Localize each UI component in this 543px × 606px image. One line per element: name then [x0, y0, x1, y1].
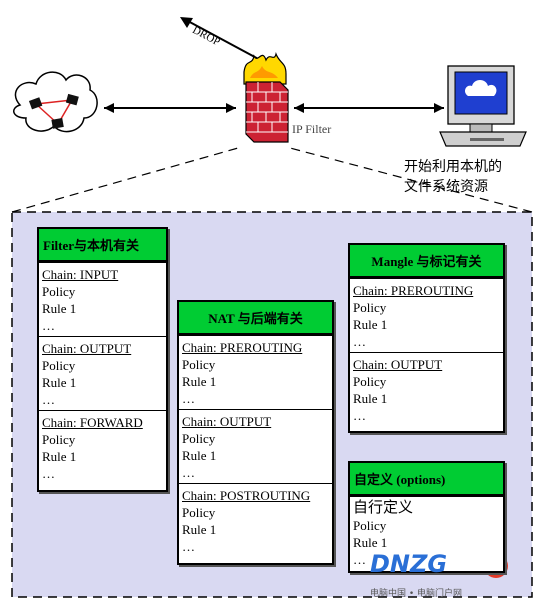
chain-policy: Policy: [353, 374, 387, 389]
filter-table: Filter与本机有关 Chain: INPUT Policy Rule 1 ……: [37, 227, 168, 492]
chain-ellipsis: …: [353, 408, 366, 423]
chain-policy: Policy: [42, 432, 76, 447]
custom-table: 自定义 (options) 自行定义 Policy Rule 1 …: [348, 461, 505, 573]
mangle-table: Mangle 与标记有关 Chain: PREROUTING Policy Ru…: [348, 243, 505, 433]
watermark-tagline: 电脑中国 • 电脑门户网: [370, 589, 463, 599]
chain-rule: Rule 1: [182, 374, 217, 389]
drop-arrow: [180, 17, 265, 63]
chain-policy: Policy: [182, 357, 216, 372]
mangle-table-title: Mangle 与标记有关: [350, 245, 503, 278]
chain-policy: Policy: [42, 358, 76, 373]
chain-rule: Rule 1: [182, 522, 217, 537]
custom-table-title: 自定义 (options): [350, 463, 503, 496]
chain-rule: Rule 1: [353, 391, 388, 406]
chain-name: Chain: OUTPUT: [353, 357, 443, 372]
chain-name: Chain: OUTPUT: [182, 414, 272, 429]
arrow-cloud-firewall: [104, 103, 236, 113]
chain-ellipsis: …: [353, 552, 366, 567]
chain-block: Chain: PREROUTING Policy Rule 1 …: [179, 335, 332, 409]
chain-block: Chain: PREROUTING Policy Rule 1 …: [350, 278, 503, 352]
chain-policy: Policy: [182, 505, 216, 520]
chain-block: Chain: OUTPUT Policy Rule 1 …: [39, 336, 166, 410]
chain-name: Chain: PREROUTING: [182, 340, 303, 355]
chain-block: Chain: POSTROUTING Policy Rule 1 …: [179, 483, 332, 557]
chain-name: Chain: INPUT: [42, 267, 119, 282]
chain-name: 自行定义: [353, 500, 414, 516]
chain-block: Chain: OUTPUT Policy Rule 1 …: [179, 409, 332, 483]
computer-icon: [439, 65, 527, 147]
chain-ellipsis: …: [353, 334, 366, 349]
watermark-suffix: .cn: [451, 557, 474, 572]
arrow-firewall-computer: [294, 103, 444, 113]
nat-table: NAT 与后端有关 Chain: PREROUTING Policy Rule …: [177, 300, 334, 565]
chain-block: Chain: FORWARD Policy Rule 1 …: [39, 410, 166, 484]
chain-name: Chain: OUTPUT: [42, 341, 132, 356]
filter-table-title: Filter与本机有关: [39, 229, 166, 262]
watermark: DNZG.cn 电脑中国 • 电脑门户网: [370, 550, 473, 599]
chain-policy: Policy: [353, 300, 387, 315]
chain-name: Chain: PREROUTING: [353, 283, 474, 298]
chain-ellipsis: …: [182, 539, 195, 554]
chain-block: 自行定义 Policy Rule 1 …: [350, 496, 503, 570]
chain-rule: Rule 1: [353, 317, 388, 332]
watermark-brand: DNZG: [370, 550, 448, 578]
zoom-line-left: [11, 147, 239, 213]
chain-policy: Policy: [42, 284, 76, 299]
chain-policy: Policy: [353, 518, 387, 533]
chain-rule: Rule 1: [42, 375, 77, 390]
computer-caption-line1: 开始利用本机的: [404, 159, 502, 175]
computer-caption-line2: 文件系统资源: [404, 179, 488, 195]
chain-policy: Policy: [182, 431, 216, 446]
chain-ellipsis: …: [182, 465, 195, 480]
chain-name: Chain: FORWARD: [42, 415, 143, 430]
nat-table-title: NAT 与后端有关: [179, 302, 332, 335]
chain-rule: Rule 1: [42, 301, 77, 316]
zoom-line-right: [289, 147, 533, 213]
firewall-label: IP Filter: [292, 122, 332, 136]
chain-name: Chain: POSTROUTING: [182, 488, 311, 503]
chain-rule: Rule 1: [353, 535, 388, 550]
chain-ellipsis: …: [42, 466, 55, 481]
chain-ellipsis: …: [42, 392, 55, 407]
chain-ellipsis: …: [42, 318, 55, 333]
chain-block: Chain: INPUT Policy Rule 1 …: [39, 262, 166, 336]
firewall-icon: [243, 52, 289, 143]
network-cloud-icon: [13, 71, 98, 133]
chain-ellipsis: …: [182, 391, 195, 406]
chain-rule: Rule 1: [42, 449, 77, 464]
chain-block: Chain: OUTPUT Policy Rule 1 …: [350, 352, 503, 426]
chain-rule: Rule 1: [182, 448, 217, 463]
